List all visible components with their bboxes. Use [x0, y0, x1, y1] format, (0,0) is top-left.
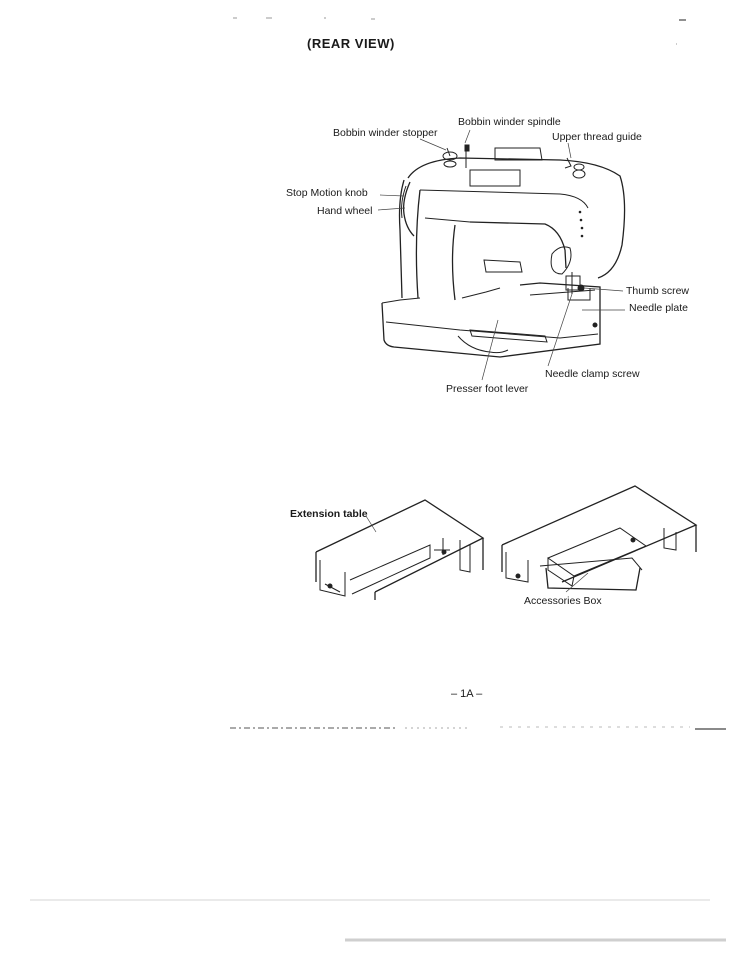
machine-leader-lines — [377, 129, 625, 381]
extension-table-drawing — [315, 499, 485, 600]
sewing-machine-drawing — [381, 144, 626, 358]
label-extension-table: Extension table — [290, 508, 368, 520]
label-presser-foot-lever: Presser foot lever — [446, 383, 529, 395]
label-bobbin-winder-stopper: Bobbin winder stopper — [333, 127, 438, 139]
label-needle-plate: Needle plate — [629, 302, 688, 314]
scan-marks-bottom — [30, 726, 726, 942]
label-bobbin-winder-spindle: Bobbin winder spindle — [458, 116, 561, 128]
label-stop-motion-knob: Stop Motion knob — [286, 187, 368, 199]
accessories-table-drawing — [501, 485, 698, 593]
page-number: – 1A – — [451, 688, 483, 700]
label-needle-clamp-screw: Needle clamp screw — [545, 368, 640, 380]
label-hand-wheel: Hand wheel — [317, 205, 373, 217]
label-accessories-box: Accessories Box — [524, 595, 602, 607]
page-title: (REAR VIEW) — [307, 36, 395, 51]
label-thumb-screw: Thumb screw — [626, 285, 690, 297]
label-upper-thread-guide: Upper thread guide — [552, 131, 642, 143]
scan-marks-top — [233, 17, 686, 45]
